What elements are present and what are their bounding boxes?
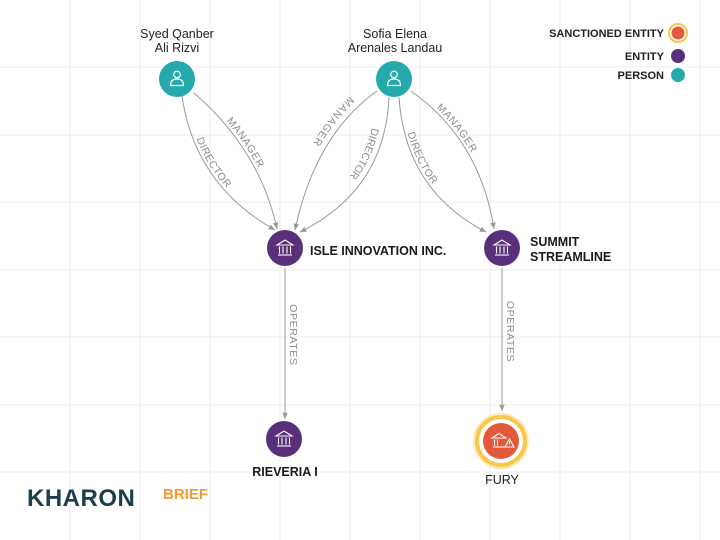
node-fury[interactable]: FURY <box>473 413 529 487</box>
legend-label-entity: ENTITY <box>625 51 665 63</box>
edge-isle-rieveria-operates: OPERATES <box>282 268 299 419</box>
edge-label-operates: OPERATES <box>504 301 516 362</box>
node-rieveria-i[interactable]: RIEVERIA I <box>252 421 318 479</box>
node-sofia-elena-arenales-landau[interactable]: Sofia Elena Arenales Landau <box>348 27 443 97</box>
logo-sub-text: BRIEF <box>163 486 208 503</box>
entity-node-circle <box>267 230 303 266</box>
entity-node-circle <box>484 230 520 266</box>
node-label: ISLE INNOVATION INC. <box>310 244 446 258</box>
sanctioned-node-circle <box>483 423 519 459</box>
legend-sanctioned-swatch <box>671 26 685 40</box>
legend-label-sanctioned-entity: SANCTIONED ENTITY <box>549 28 665 40</box>
legend-label-person: PERSON <box>618 70 665 82</box>
node-label: Arenales Landau <box>348 41 443 55</box>
edge-label-operates: OPERATES <box>287 304 299 365</box>
node-summit-streamline[interactable]: SUMMIT STREAMLINE <box>484 230 611 266</box>
node-label: RIEVERIA I <box>252 465 318 479</box>
building-icon <box>492 239 512 256</box>
node-label: Syed Qanber <box>140 27 214 41</box>
edge-summit-fury-operates: OPERATES <box>499 268 516 411</box>
building-icon <box>274 430 294 447</box>
node-syed-qanber-ali-rizvi[interactable]: Syed Qanber Ali Rizvi <box>140 27 214 97</box>
edge-label-director: DIRECTOR <box>194 136 234 191</box>
person-icon <box>169 70 185 87</box>
node-label: STREAMLINE <box>530 250 611 264</box>
logo-main-text: KHARON <box>27 485 135 512</box>
node-isle-innovation-inc[interactable]: ISLE INNOVATION INC. <box>267 230 446 266</box>
entity-node-circle <box>266 421 302 457</box>
sanctioned-building-icon <box>490 432 515 448</box>
edge-sofia-isle-director: DIRECTOR <box>299 96 390 233</box>
edge-label-manager: MANAGER <box>224 115 267 170</box>
edge-label-manager: MANAGER <box>434 101 479 155</box>
legend-person-swatch <box>671 68 685 82</box>
legend: SANCTIONED ENTITY ENTITY PERSON <box>549 23 688 82</box>
kharon-brief-logo: KHARON BRIEF <box>27 485 208 512</box>
edge-label-manager: MANAGER <box>310 94 356 148</box>
edge-label-director: DIRECTOR <box>405 130 440 187</box>
building-icon <box>275 239 295 256</box>
node-label: SUMMIT <box>530 235 580 249</box>
legend-entity-swatch <box>671 49 685 63</box>
node-label: FURY <box>485 473 519 487</box>
node-label: Sofia Elena <box>363 27 427 41</box>
person-icon <box>386 70 402 87</box>
node-label: Ali Rizvi <box>155 41 199 55</box>
